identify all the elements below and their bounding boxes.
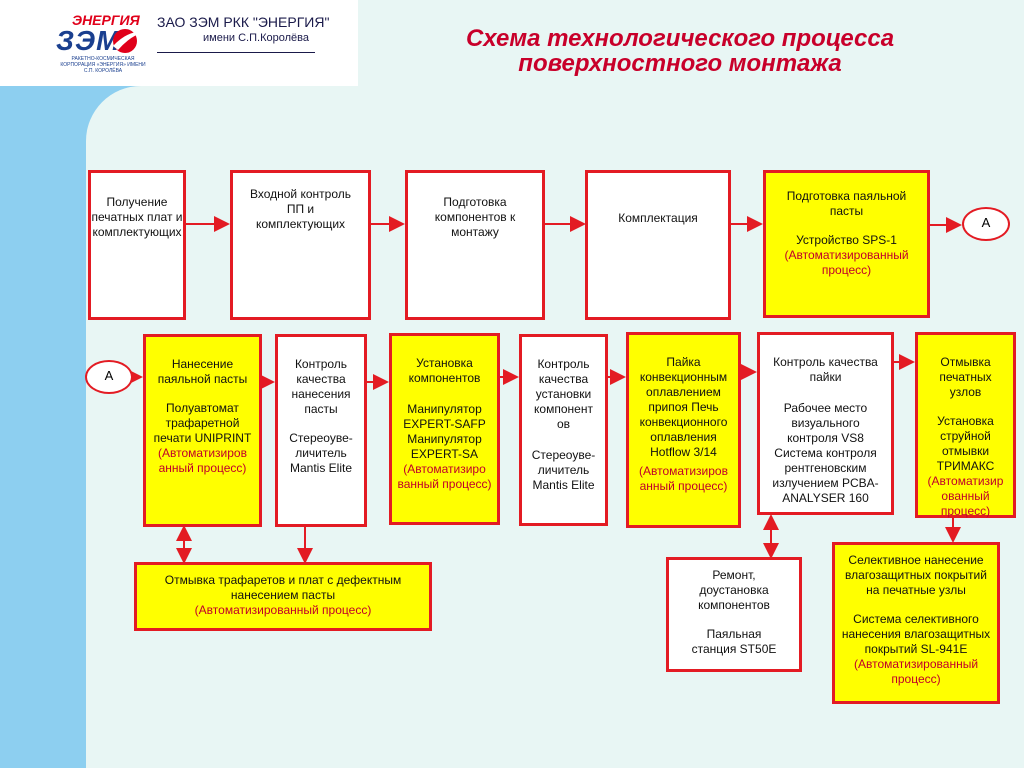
title-line-2: поверхностного монтажа: [518, 50, 842, 77]
step-text: Нанесение паяльной пасты: [157, 357, 248, 386]
step-washing: Отмывка печатных узлов Установка струйно…: [915, 332, 1016, 518]
step-detail: Установка струйной отмывки ТРИМАКС: [936, 414, 995, 473]
title-line-1: Схема технологического процесса: [465, 25, 895, 52]
step-text: Контроль качества пайки: [773, 355, 878, 384]
step-detail: Стереоуве-личитель Mantis Elite: [289, 431, 353, 475]
company-subtitle: имени С.П.Королёва: [203, 32, 309, 44]
step-text: Входной контроль ПП и комплектующих: [249, 187, 351, 231]
step-text: Пайка конвекционным оплавлением припоя П…: [639, 355, 728, 459]
step-auto: (Автоматизиров анный процесс): [639, 464, 728, 493]
step-solder-control: Контроль качества пайки Рабочее место ви…: [757, 332, 894, 515]
step-repair: Ремонт, доустановка компонентов Паяльная…: [666, 557, 802, 672]
step-reflow-soldering: Пайка конвекционным оплавлением припоя П…: [626, 332, 741, 528]
step-text: Отмывка печатных узлов: [939, 355, 992, 399]
logo-name: ЭНЕРГИЯ: [72, 12, 140, 28]
step-text: Подготовка паяльной пасты: [786, 189, 907, 218]
step-text: Подготовка компонентов к монтажу: [434, 195, 516, 239]
logo-caption: РАКЕТНО-КОСМИЧЕСКАЯ КОРПОРАЦИЯ «ЭНЕРГИЯ»…: [60, 56, 146, 74]
step-auto: (Автоматизированный процесс): [853, 657, 979, 686]
step-text: Установка компонентов: [408, 356, 481, 385]
step-auto: (Автоматизиров анный процесс): [158, 446, 247, 475]
step-placement-control: Контроль качества установки компонент ов…: [519, 334, 608, 526]
step-auto: (Автоматизиро ванный процесс): [397, 462, 492, 491]
step-detail: Паяльная станция ST50E: [691, 627, 777, 656]
page-title: Схема технологического процесса поверхно…: [400, 26, 960, 76]
step-input-control: Входной контроль ПП и комплектующих: [230, 170, 371, 320]
header-logo-area: [0, 0, 358, 86]
step-selective-coating: Селективное нанесение влагозащитных покр…: [832, 542, 1000, 704]
step-text: Отмывка трафаретов и плат с дефектным на…: [164, 573, 402, 602]
step-apply-paste: Нанесение паяльной пасты Полуавтомат тра…: [143, 334, 262, 527]
step-paste-control: Контроль качества нанесения пасты Стерео…: [275, 334, 367, 527]
step-auto: (Автоматизир ованный процесс): [927, 474, 1004, 518]
step-stencil-washing: Отмывка трафаретов и плат с дефектным на…: [134, 562, 432, 631]
step-detail: Система селективного нанесения влагозащи…: [841, 612, 991, 656]
step-detail: Рабочее место визуального контроля VS8 С…: [772, 401, 879, 505]
step-text: Селективное нанесение влагозащитных покр…: [845, 553, 987, 597]
step-kitting: Комплектация: [585, 170, 731, 320]
step-detail: Устройство SPS-1: [796, 233, 897, 247]
logo-swoosh-icon: [113, 29, 144, 53]
step-auto: (Автоматизированный процесс): [784, 248, 909, 277]
step-prepare-components: Подготовка компонентов к монтажу: [405, 170, 545, 320]
step-text: Контроль качества нанесения пасты: [291, 357, 351, 416]
step-text: Контроль качества установки компонент ов: [534, 357, 593, 431]
divider: [157, 52, 315, 53]
title-area: [358, 0, 1024, 86]
step-text: Ремонт, доустановка компонентов: [698, 568, 770, 612]
step-receive-boards: Получение печатных плат и комплектующих: [88, 170, 186, 320]
connector-a-in: А: [85, 360, 133, 394]
step-text: Получение печатных плат и комплектующих: [91, 195, 183, 239]
step-detail: Стереоуве-личитель Mantis Elite: [531, 448, 596, 492]
step-place-components: Установка компонентов Манипулятор EXPERT…: [389, 333, 500, 525]
step-prepare-paste: Подготовка паяльной пасты Устройство SPS…: [763, 170, 930, 318]
step-detail: Манипулятор EXPERT-SAFP Манипулятор EXPE…: [403, 402, 486, 461]
step-detail: Полуавтомат трафаретной печати UNIPRINT: [153, 401, 252, 445]
connector-a-out: А: [962, 207, 1010, 241]
company-name: ЗАО ЗЭМ РКК "ЭНЕРГИЯ": [157, 14, 330, 30]
step-auto: (Автоматизированный процесс): [194, 603, 372, 617]
step-text: Комплектация: [618, 211, 698, 225]
logo-mark: ЗЭМ: [56, 25, 121, 56]
